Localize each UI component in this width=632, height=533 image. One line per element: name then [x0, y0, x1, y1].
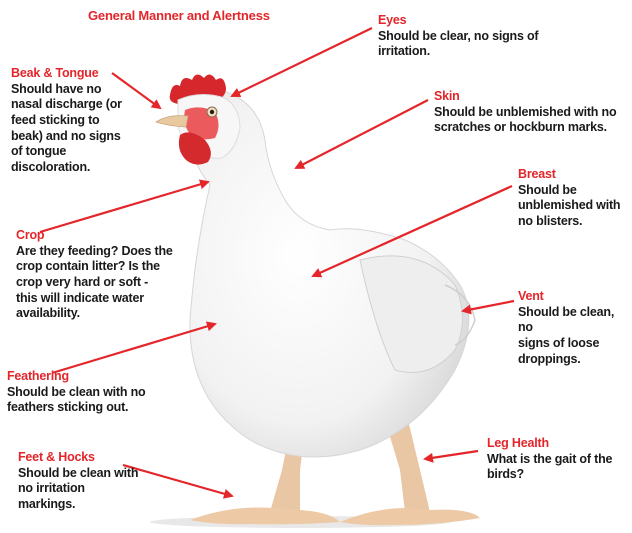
left-foot [190, 508, 340, 525]
label-title: Breast [518, 167, 620, 183]
label-eyes: Eyes Should be clear, no signs of irrita… [378, 13, 538, 60]
label-text: crop very hard or soft - [16, 275, 173, 291]
label-text: feed sticking to [11, 113, 122, 129]
label-text: nasal discharge (or [11, 97, 122, 113]
label-text: signs of loose [518, 336, 632, 352]
arrow-feathering [52, 324, 215, 373]
arrow-skin [296, 100, 428, 168]
label-text: of tongue [11, 144, 122, 160]
label-vent: Vent Should be clean, no signs of loose … [518, 289, 632, 367]
arrow-feet [123, 465, 232, 496]
label-text: markings. [18, 497, 138, 513]
label-text: Should be clean with [18, 466, 138, 482]
diagram-title: General Manner and Alertness [88, 8, 270, 23]
arrow-eyes [232, 28, 372, 96]
label-title: Leg Health [487, 436, 612, 452]
arrow-crop [40, 182, 208, 232]
label-title: Vent [518, 289, 632, 305]
chicken-illustration [150, 74, 480, 528]
label-leg-health: Leg Health What is the gait of the birds… [487, 436, 612, 483]
label-title: Crop [16, 228, 173, 244]
label-text: Are they feeding? Does the [16, 244, 173, 260]
chicken-beak [156, 116, 188, 127]
label-text: this will indicate water [16, 291, 173, 307]
label-text: What is the gait of the [487, 452, 612, 468]
label-text: birds? [487, 467, 612, 483]
label-text: Should be clean, no [518, 305, 632, 336]
arrow-leg [425, 451, 478, 459]
label-beak-tongue: Beak & Tongue Should have no nasal disch… [11, 66, 122, 175]
label-title: Skin [434, 89, 616, 105]
label-title: Eyes [378, 13, 538, 29]
label-text: beak) and no signs [11, 129, 122, 145]
label-feathering: Feathering Should be clean with no feath… [7, 369, 145, 416]
label-feet-hocks: Feet & Hocks Should be clean with no irr… [18, 450, 138, 513]
label-text: scratches or hockburn marks. [434, 120, 616, 136]
label-skin: Skin Should be unblemished with no scrat… [434, 89, 616, 136]
label-text: Should be clean with no [7, 385, 145, 401]
label-breast: Breast Should be unblemished with no bli… [518, 167, 620, 230]
label-text: crop contain litter? Is the [16, 259, 173, 275]
label-text: availability. [16, 306, 173, 322]
label-text: droppings. [518, 352, 632, 368]
label-title: Feathering [7, 369, 145, 385]
label-text: Should have no [11, 82, 122, 98]
label-text: Should be unblemished with no [434, 105, 616, 121]
label-crop: Crop Are they feeding? Does the crop con… [16, 228, 173, 322]
label-text: feathers sticking out. [7, 400, 145, 416]
label-text: discoloration. [11, 160, 122, 176]
label-text: no irritation [18, 481, 138, 497]
label-text: Should be clear, no signs of [378, 29, 538, 45]
label-text: no blisters. [518, 214, 620, 230]
label-text: irritation. [378, 44, 538, 60]
label-text: Should be [518, 183, 620, 199]
label-title: Feet & Hocks [18, 450, 138, 466]
label-title: Beak & Tongue [11, 66, 122, 82]
right-foot [340, 508, 480, 525]
label-text: unblemished with [518, 198, 620, 214]
